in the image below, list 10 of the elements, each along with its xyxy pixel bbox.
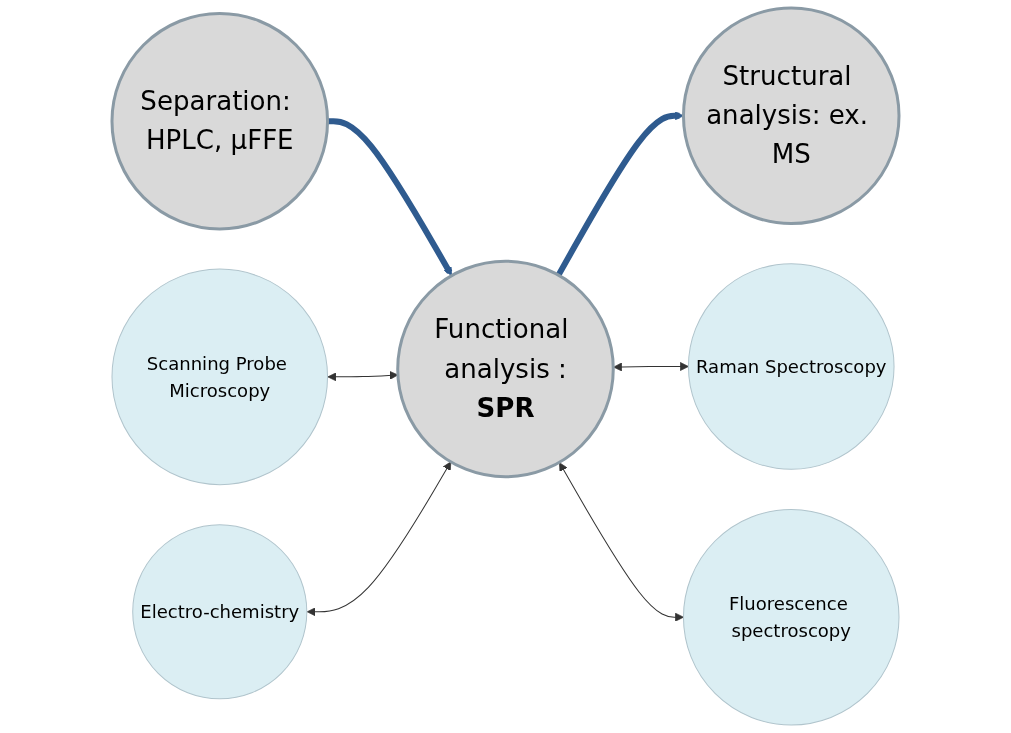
node-circle: Electro-chemistry [132, 524, 308, 700]
arrow [306, 461, 452, 617]
node-circle: Fluorescence spectroscopy [682, 508, 900, 726]
node-circle: Separation: HPLC, µFFE [110, 11, 330, 231]
node-circle: Raman Spectroscopy [687, 263, 895, 470]
arrow [327, 118, 453, 276]
node-circle: Scanning Probe Microscopy [111, 268, 329, 486]
node-circle: Functional analysis : SPR [396, 259, 615, 479]
arrow [559, 462, 684, 622]
node-circle: Structural analysis: ex. MS [681, 6, 901, 226]
